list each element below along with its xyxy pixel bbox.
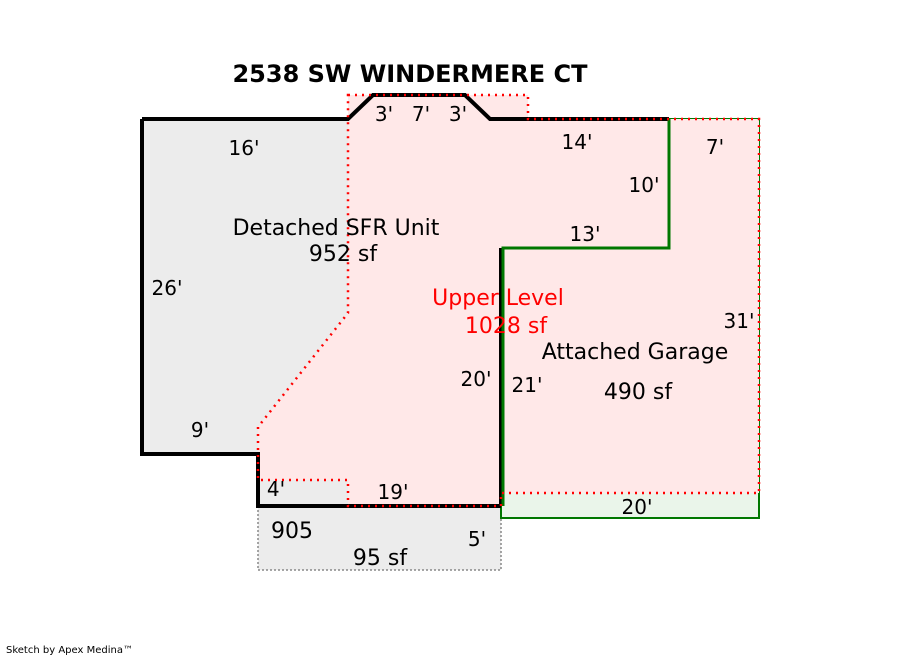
upper-level-size: 1028 sf bbox=[465, 314, 548, 339]
sketch-credit: Sketch by Apex Medina™ bbox=[6, 645, 133, 656]
garage-size: 490 sf bbox=[604, 380, 673, 405]
dim-garage-left: 21' bbox=[512, 373, 543, 397]
dim-notch-horizontal: 13' bbox=[570, 222, 601, 246]
dim-step-horizontal: 9' bbox=[191, 418, 209, 442]
main-unit-outline-lower bbox=[140, 119, 501, 508]
main-unit-name: Detached SFR Unit bbox=[233, 216, 440, 241]
dim-bay-right: 3' bbox=[449, 102, 467, 126]
dim-step-vertical: 4' bbox=[267, 477, 285, 501]
porch-size: 95 sf bbox=[353, 546, 408, 571]
dim-porch-depth: 5' bbox=[468, 527, 486, 551]
dim-garage-bottom: 20' bbox=[622, 495, 653, 519]
dim-top-left: 16' bbox=[229, 136, 260, 160]
dim-left-side: 26' bbox=[152, 276, 183, 300]
porch-name: 905 bbox=[271, 519, 313, 544]
dim-inner-vertical: 20' bbox=[461, 367, 492, 391]
dim-garage-top: 7' bbox=[706, 135, 724, 159]
dim-bottom: 19' bbox=[378, 480, 409, 504]
dim-notch-vertical: 10' bbox=[629, 173, 660, 197]
sketch-title: 2538 SW WINDERMERE CT bbox=[232, 60, 588, 88]
upper-level-name: Upper Level bbox=[432, 286, 564, 311]
upper-level-area bbox=[258, 95, 759, 506]
dim-top-right: 14' bbox=[562, 130, 593, 154]
garage-shared-wall bbox=[501, 119, 671, 506]
garage-name: Attached Garage bbox=[542, 340, 728, 365]
dim-garage-right: 31' bbox=[724, 309, 755, 333]
main-unit-size: 952 sf bbox=[309, 242, 378, 267]
upper-level-outline bbox=[256, 93, 761, 508]
dim-bay-left: 3' bbox=[375, 102, 393, 126]
dim-bay-mid: 7' bbox=[412, 102, 430, 126]
